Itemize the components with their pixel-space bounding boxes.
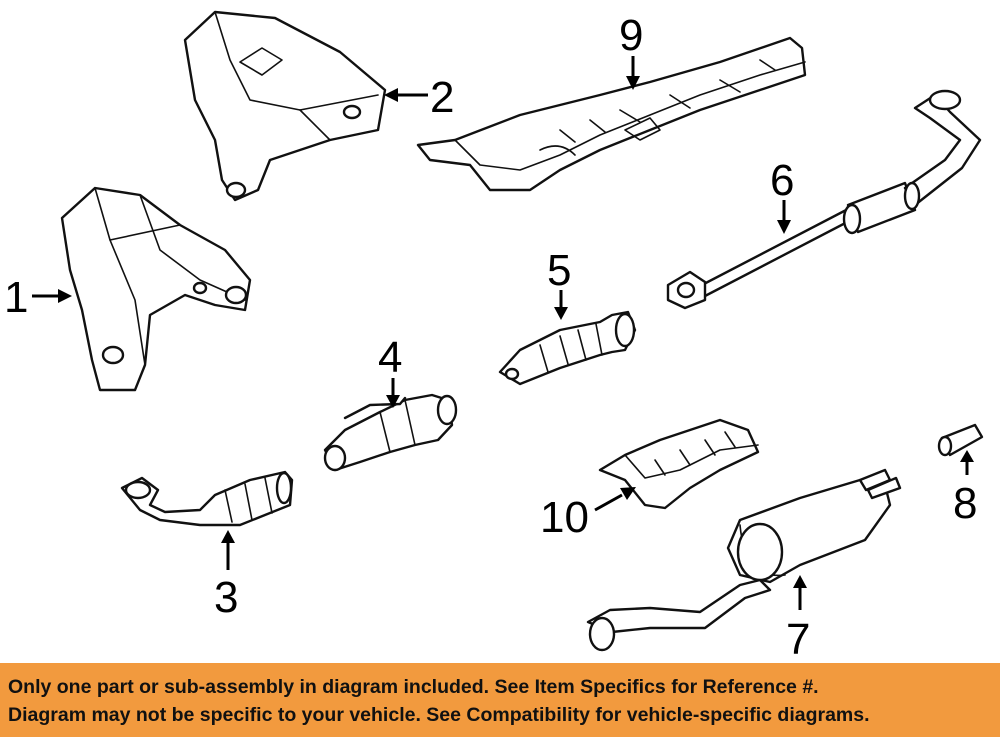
part-1-exhaust-manifold bbox=[60, 186, 252, 392]
callout-arrow-8 bbox=[960, 450, 974, 475]
disclaimer-line-2: Diagram may not be specific to your vehi… bbox=[8, 704, 870, 726]
callout-number-3: 3 bbox=[214, 573, 238, 622]
part-4-catalytic-converter bbox=[323, 393, 458, 472]
callout-number-7: 7 bbox=[786, 615, 810, 663]
callout-arrow-10 bbox=[594, 487, 636, 512]
callout-arrow-5 bbox=[554, 290, 568, 320]
disclaimer-banner: Only one part or sub-assembly in diagram… bbox=[0, 663, 1000, 737]
callout-arrow-6 bbox=[777, 200, 791, 234]
callout-number-5: 5 bbox=[547, 246, 571, 295]
part-10-muffler-heat-shield bbox=[598, 418, 760, 510]
callout-arrow-4 bbox=[386, 378, 400, 408]
callout-number-9: 9 bbox=[619, 11, 643, 60]
callout-number-8: 8 bbox=[953, 479, 977, 528]
disclaimer-line-1: Only one part or sub-assembly in diagram… bbox=[8, 676, 819, 698]
callout-arrow-2 bbox=[384, 88, 428, 102]
callout-arrow-9 bbox=[626, 56, 640, 90]
part-7-muffler-tailpipe bbox=[586, 468, 902, 652]
callout-arrow-3 bbox=[221, 530, 235, 570]
callout-arrow-7 bbox=[793, 575, 807, 610]
callout-number-1: 1 bbox=[4, 273, 28, 322]
part-3-front-pipe-converter bbox=[120, 470, 294, 527]
part-5-catalytic-converter bbox=[498, 310, 637, 386]
callout-number-2: 2 bbox=[430, 73, 454, 122]
callout-arrow-1 bbox=[32, 289, 72, 303]
callout-number-10: 10 bbox=[540, 493, 589, 542]
exhaust-parts-diagram: 1 2 3 4 5 6 7 8 9 10 bbox=[4, 10, 984, 663]
callout-number-4: 4 bbox=[378, 333, 402, 382]
callout-number-6: 6 bbox=[770, 156, 794, 205]
part-2-manifold-heat-shield bbox=[183, 10, 387, 202]
part-8-tailpipe-extension bbox=[937, 423, 984, 457]
part-9-underbody-heat-shield bbox=[416, 36, 807, 192]
part-6-intermediate-pipe bbox=[666, 89, 982, 310]
